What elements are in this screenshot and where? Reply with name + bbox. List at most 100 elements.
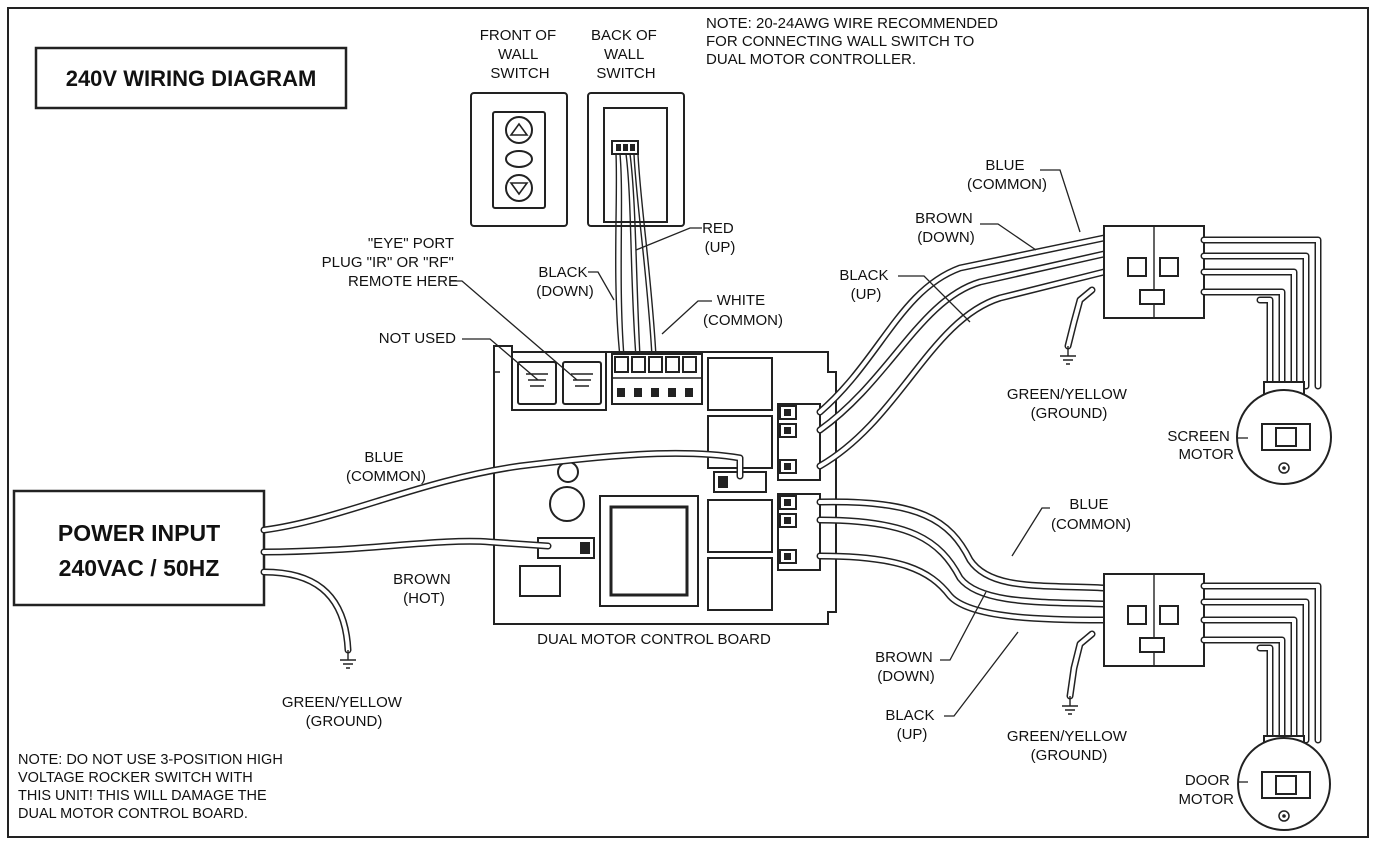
switch-pin (630, 144, 635, 151)
motor-shaft (1275, 775, 1297, 795)
title-text: 240V WIRING DIAGRAM (66, 66, 317, 91)
terminal-slot (631, 356, 646, 373)
terminal-screw (685, 388, 693, 397)
door-blue-label: BLUE (COMMON) (1051, 496, 1131, 533)
wire-fill (262, 570, 350, 652)
ground-symbol-icon (340, 650, 356, 669)
terminal-screw (784, 499, 791, 506)
power-input-line1: POWER INPUT (58, 520, 220, 546)
terminal-screw (784, 409, 791, 416)
up-arrow-icon (509, 122, 529, 136)
eye-port (562, 361, 602, 405)
wire-fill (818, 554, 1106, 622)
wire-fill (1258, 646, 1272, 742)
down-arrow-icon (509, 182, 529, 196)
note-top: NOTE: 20-24AWG WIRE RECOMMENDED FOR CONN… (706, 15, 1002, 68)
small-capacitor (557, 461, 579, 483)
power-blue-label: BLUE (COMMON) (346, 449, 426, 485)
wire-fill (262, 539, 550, 554)
relay (707, 557, 773, 611)
switch-pin (616, 144, 621, 151)
not-used-leader (462, 338, 539, 381)
wire-fill (818, 252, 1106, 432)
white-common-label: WHITE (COMMON) (703, 292, 783, 329)
wall-switch-back (587, 92, 685, 227)
diagram-title: 240V WIRING DIAGRAM (34, 46, 348, 110)
wire-fill (1202, 270, 1296, 388)
wire-fill (1202, 600, 1308, 742)
switch-wire (637, 153, 657, 358)
power-input: POWER INPUT 240VAC / 50HZ (12, 489, 266, 607)
power-ground-label: GREEN/YELLOW (GROUND) (282, 694, 406, 730)
switch-wire (625, 153, 637, 358)
wire-fill (818, 270, 1106, 468)
wire-fill (262, 451, 742, 532)
wire-fill (818, 499, 1106, 590)
terminal-screw (784, 553, 791, 560)
note-bottom: NOTE: DO NOT USE 3-POSITION HIGH VOLTAGE… (18, 752, 287, 822)
wire-fill (1258, 298, 1272, 388)
switch-wire (619, 153, 625, 358)
terminal-screw (668, 388, 676, 397)
leader-line (980, 223, 1037, 251)
rj-contacts (571, 373, 593, 387)
screen-motor-label: SCREEN MOTOR (1167, 428, 1234, 463)
switch-wire (615, 153, 621, 358)
screen-blue-label: BLUE (COMMON) (967, 157, 1047, 193)
outer-frame (7, 7, 1369, 838)
connector-slot (1139, 637, 1165, 653)
large-capacitor (549, 486, 585, 522)
relay (707, 499, 773, 553)
terminal-screw (617, 388, 625, 397)
screen-motor-wiring (816, 225, 1332, 485)
switch-wires (615, 153, 657, 358)
terminal-screw (634, 388, 642, 397)
back-switch-label: BACK OF WALL SWITCH (591, 27, 661, 82)
wire-fill (1066, 288, 1094, 348)
red-up-label: RED (UP) (702, 220, 738, 256)
terminal-screw (784, 517, 791, 524)
eye-port-label: "EYE" PORT PLUG "IR" OR "RF" REMOTE HERE (322, 235, 458, 290)
leader-line (944, 631, 1019, 717)
terminal-slot (648, 356, 663, 373)
white-wire-leader (661, 300, 712, 335)
connector-slot (1127, 257, 1147, 277)
terminal-screw (580, 542, 590, 554)
red-wire-leader (635, 227, 702, 251)
power-input-box (12, 489, 266, 607)
black-down-label: BLACK (DOWN) (536, 264, 593, 300)
back-switch-body (603, 107, 668, 223)
terminal-screw (784, 427, 791, 434)
fuse-block (519, 565, 561, 597)
door-motor-label: DOOR MOTOR (1178, 772, 1234, 808)
power-wires (260, 449, 744, 669)
terminal-slot (614, 356, 629, 373)
leader-line (1040, 169, 1081, 233)
title-box (34, 46, 348, 110)
power-brown-label: BROWN (HOT) (393, 571, 455, 607)
connector-slot (1159, 605, 1179, 625)
wall-switch-front (470, 92, 568, 227)
door-motor-wiring (816, 498, 1331, 831)
door-motor-wire (1200, 582, 1322, 744)
board-edge (493, 346, 500, 373)
door-brown-label: BROWN (DOWN) (875, 649, 937, 685)
board-label: DUAL MOTOR CONTROL BOARD (537, 631, 771, 648)
wire-fill (1202, 238, 1320, 388)
screen-motor-wire (1200, 236, 1322, 390)
motor-bolt-center (1282, 466, 1286, 470)
power-input-line2: 240VAC / 50HZ (59, 555, 220, 581)
wire-fill (1202, 638, 1284, 742)
motor-shaft (1275, 427, 1297, 447)
connector-slot (1127, 605, 1147, 625)
door-black-label: BLACK (UP) (885, 707, 938, 743)
terminal-slot (665, 356, 680, 373)
leader-line (898, 275, 971, 323)
switch-wire (633, 153, 653, 358)
leader-line (1011, 507, 1050, 557)
leader-line (940, 591, 987, 661)
wire-fill (1202, 618, 1296, 742)
motor-bolt-center (1282, 814, 1286, 818)
